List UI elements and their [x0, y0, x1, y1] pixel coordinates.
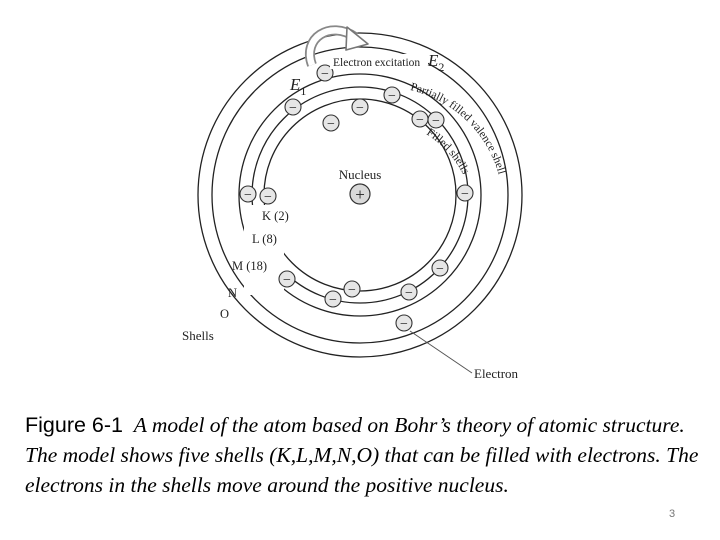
- electron-minus-symbol: −: [436, 262, 444, 277]
- shell-label-k: K (2): [262, 209, 289, 223]
- electron: −: [400, 283, 418, 301]
- electron: −: [395, 314, 413, 332]
- e1-label: E1: [289, 75, 306, 98]
- electron-circle: [395, 314, 413, 332]
- electron-excitation-arrow: [305, 25, 369, 67]
- electron-excitation-label: Electron excitation: [333, 57, 420, 69]
- electron-circle: [284, 98, 302, 116]
- electron-circle: [343, 280, 361, 298]
- electron-minus-symbol: −: [356, 101, 364, 116]
- electron-minus-symbol: −: [244, 188, 252, 203]
- electron-minus-symbol: −: [321, 67, 329, 82]
- electron-circle: [322, 114, 340, 132]
- nucleus-circle: [349, 183, 371, 205]
- nucleus: + Nucleus: [339, 167, 382, 205]
- e2-label: E2: [427, 51, 444, 74]
- electron-circle: [278, 270, 296, 288]
- electron: −: [316, 64, 334, 82]
- electron: −: [322, 114, 340, 132]
- electron-callout-line: [409, 330, 473, 374]
- shell-ring-m: [238, 73, 482, 317]
- electron-circle: [259, 187, 277, 205]
- electron-minus-symbol: −: [264, 190, 272, 205]
- shell-label-l: L (8): [252, 232, 277, 246]
- electron: −: [431, 259, 449, 277]
- electrons: − − − − − − − − − − − − − − − −: [239, 64, 474, 332]
- shell-label-n: N: [228, 286, 237, 300]
- electron: −: [259, 187, 277, 205]
- nucleus-label: Nucleus: [339, 167, 382, 182]
- e2-letter: E: [427, 51, 439, 70]
- caption-text: A model of the atom based on Bohr’s theo…: [25, 413, 699, 497]
- electron: −: [427, 111, 445, 129]
- electron-label: Electron: [474, 366, 519, 381]
- shell-label-backdrop: [244, 205, 284, 295]
- electron-circle: [324, 290, 342, 308]
- electron-minus-symbol: −: [461, 187, 469, 202]
- electron-circle: [383, 86, 401, 104]
- electron: −: [324, 290, 342, 308]
- shell-label-m: M (18): [232, 259, 267, 273]
- electron-minus-symbol: −: [348, 283, 356, 298]
- electron-circle: [427, 111, 445, 129]
- electron-minus-symbol: −: [432, 114, 440, 129]
- electron-circle: [431, 259, 449, 277]
- electron-minus-symbol: −: [416, 113, 424, 128]
- e1-letter: E: [289, 75, 301, 94]
- nucleus-plus-symbol: +: [355, 185, 365, 204]
- electron-circle: [351, 98, 369, 116]
- electron: −: [383, 86, 401, 104]
- electron: −: [411, 110, 429, 128]
- electron-minus-symbol: −: [405, 286, 413, 301]
- electron: −: [351, 98, 369, 116]
- electron-minus-symbol: −: [289, 101, 297, 116]
- excitation-label-backdrop: [330, 54, 428, 69]
- e2-subscript: 2: [438, 60, 444, 74]
- electron-minus-symbol: −: [400, 317, 408, 332]
- page-number: 3: [669, 508, 676, 520]
- electron: −: [239, 185, 257, 203]
- electron-circle: [400, 283, 418, 301]
- e1-subscript: 1: [300, 84, 306, 98]
- electron: −: [343, 280, 361, 298]
- shell-label-o: O: [220, 307, 229, 321]
- figure-caption: Figure 6-1 A model of the atom based on …: [25, 410, 700, 500]
- electron: −: [278, 270, 296, 288]
- electron: −: [456, 184, 474, 202]
- excitation-arrowhead: [345, 26, 369, 51]
- electron-minus-symbol: −: [327, 117, 335, 132]
- electron-minus-symbol: −: [283, 273, 291, 288]
- electron: −: [284, 98, 302, 116]
- electron-minus-symbol: −: [388, 89, 396, 104]
- electron-circle: [239, 185, 257, 203]
- shells-label: Shells: [182, 328, 214, 343]
- shell-ring-o: [197, 32, 523, 358]
- electron-circle: [316, 64, 334, 82]
- bohr-atom-diagram: + Nucleus − − − − − − − − − − − − − − − …: [182, 25, 523, 381]
- caption-figure-label: Figure 6-1: [25, 413, 123, 437]
- electron-circle: [456, 184, 474, 202]
- electron-minus-symbol: −: [329, 293, 337, 308]
